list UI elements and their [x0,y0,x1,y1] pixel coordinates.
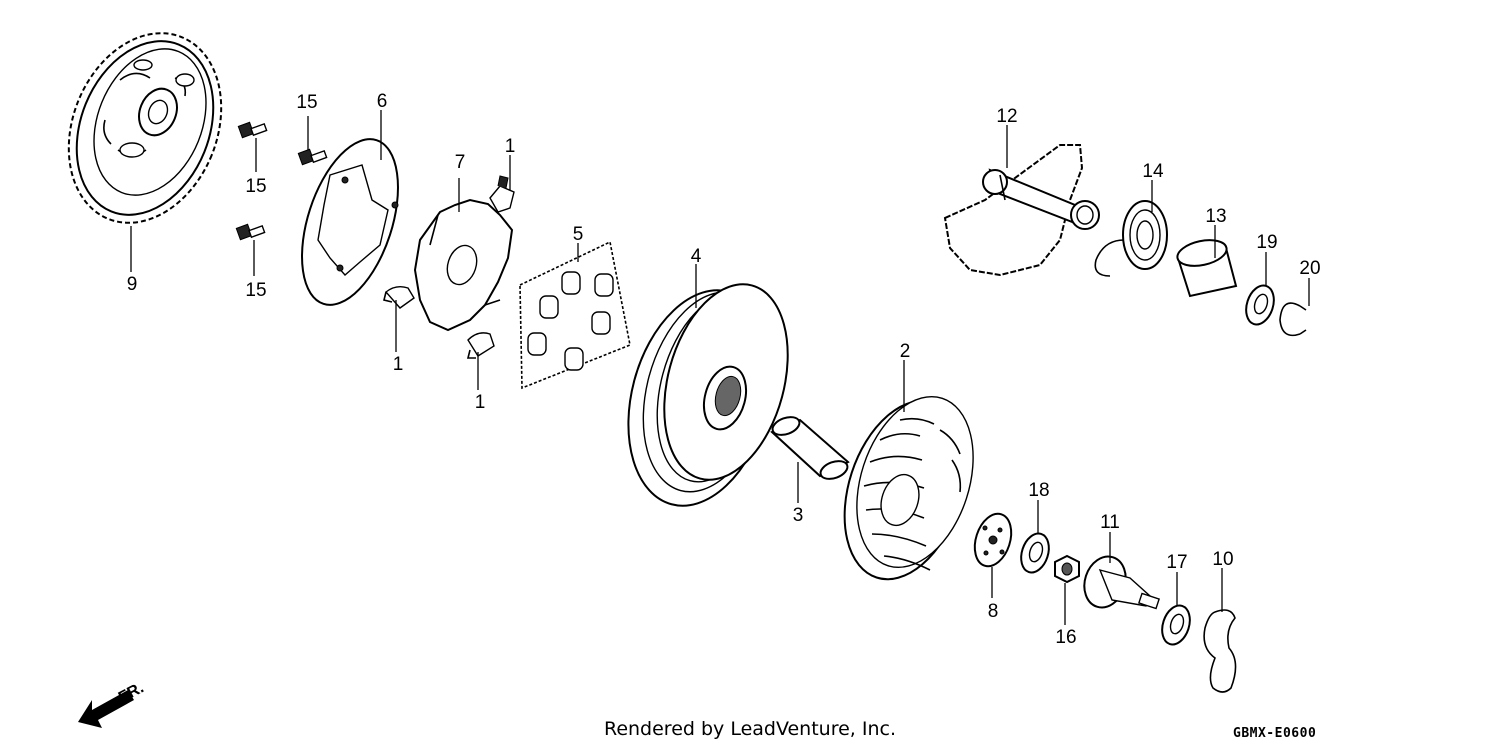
callout-19[interactable]: 19 [1256,232,1277,253]
callout-2[interactable]: 2 [900,341,911,362]
callout-3[interactable]: 3 [793,505,804,526]
callout-7[interactable]: 7 [455,152,466,173]
part-5-roller-set[interactable] [519,240,631,390]
part-10-clip[interactable] [1203,609,1237,693]
callouts: 9 15 15 15 6 7 1 1 1 5 4 2 3 8 18 16 11 … [127,91,1321,648]
diagram-code: GBMX-E0600 [1233,726,1317,741]
callout-6[interactable]: 6 [377,91,388,112]
part-13-bushing[interactable] [1175,236,1238,298]
callout-11[interactable]: 11 [1100,512,1120,533]
part-7-ramp-plate[interactable] [413,198,514,332]
part-2-cooling-fan[interactable] [823,382,993,595]
part-16-nut[interactable] [1054,554,1080,584]
callout-9[interactable]: 9 [127,274,138,295]
part-20-circlip[interactable] [1279,302,1307,337]
part-4-drive-face[interactable] [606,270,808,521]
callout-4[interactable]: 4 [691,246,702,267]
part-12-kick-spindle[interactable] [943,144,1100,277]
part-15-bolt-a[interactable] [237,121,268,139]
callout-1-left[interactable]: 1 [393,354,404,375]
callout-17[interactable]: 17 [1166,552,1187,573]
render-credit: Rendered by LeadVenture, Inc. [603,718,897,740]
part-15-bolt-c[interactable] [235,223,266,241]
part-1-slide-bottom[interactable] [466,332,495,359]
callout-18[interactable]: 18 [1028,480,1049,501]
callout-14[interactable]: 14 [1142,161,1164,182]
callout-10[interactable]: 10 [1212,549,1233,570]
part-18-washer[interactable] [1016,530,1053,576]
callout-15-a[interactable]: 15 [296,92,317,113]
part-8-washer[interactable] [968,509,1017,571]
part-19-washer[interactable] [1241,282,1278,328]
part-1-slide-top[interactable] [489,175,515,213]
callout-15-b[interactable]: 15 [245,176,266,197]
part-9-driven-gear[interactable] [42,10,249,246]
callout-20[interactable]: 20 [1299,258,1320,279]
callout-5[interactable]: 5 [573,224,584,245]
front-arrow-icon [78,690,134,728]
leader-lines [130,110,1310,625]
callout-13[interactable]: 13 [1205,206,1226,227]
callout-8[interactable]: 8 [988,601,999,622]
part-11-starter-pinion[interactable] [1078,551,1160,613]
part-14-return-spring[interactable] [1094,200,1168,277]
part-6-plate[interactable] [283,127,416,317]
part-15-bolt-b[interactable] [297,148,328,166]
callout-1-top[interactable]: 1 [505,136,516,157]
callout-15-c[interactable]: 15 [245,280,266,301]
part-17-washer[interactable] [1157,602,1194,648]
part-3-collar[interactable] [770,414,850,483]
part-1-slide-left[interactable] [383,285,415,309]
callout-16[interactable]: 16 [1055,627,1076,648]
callout-12[interactable]: 12 [996,106,1017,127]
callout-1-bottom[interactable]: 1 [475,392,486,413]
